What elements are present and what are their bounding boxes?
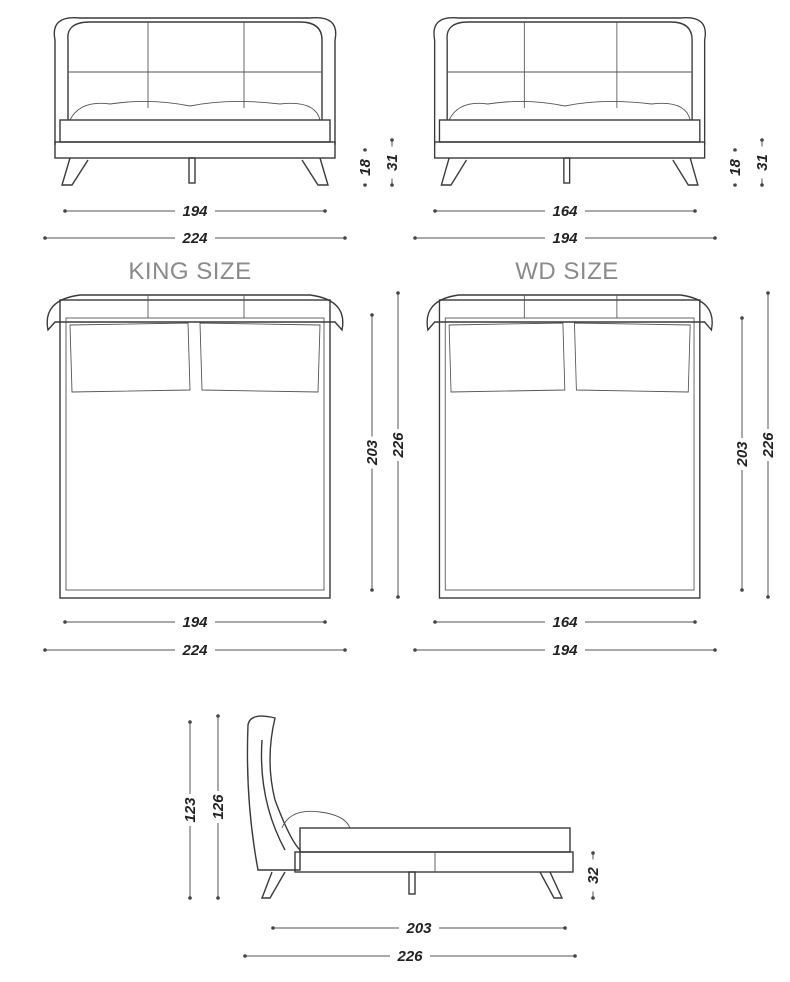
dimension-end-dot bbox=[413, 236, 417, 240]
king-plan-width-outer: 224 bbox=[43, 641, 347, 659]
dimension-end-dot bbox=[740, 588, 744, 592]
dimension-end-dot bbox=[733, 148, 737, 152]
dimension-end-dot bbox=[188, 896, 192, 900]
king-plan-view bbox=[46, 294, 344, 599]
dimension-label: 226 bbox=[396, 948, 423, 965]
wd-plan-length-inner: 203 bbox=[733, 316, 751, 592]
dimension-end-dot bbox=[390, 183, 394, 187]
dimension-end-dot bbox=[693, 209, 697, 213]
dimension-end-dot bbox=[343, 648, 347, 652]
dimension-label: 203 bbox=[405, 920, 432, 937]
dimension-label: 126 bbox=[210, 794, 227, 820]
side-total-height: 126 bbox=[209, 714, 227, 900]
dimension-label: 226 bbox=[390, 432, 407, 459]
dimension-label: 18 bbox=[727, 159, 744, 176]
dimension-end-dot bbox=[188, 720, 192, 724]
dimension-label: 224 bbox=[181, 230, 208, 247]
dimension-end-dot bbox=[343, 236, 347, 240]
dimension-label: 164 bbox=[552, 614, 578, 631]
king-front-view bbox=[53, 16, 337, 186]
dimension-end-dot bbox=[63, 209, 67, 213]
dimension-end-dot bbox=[433, 209, 437, 213]
dimension-lines: 194 224 18 31 164 194 18 31 203 226 194 224 203 226 16… bbox=[43, 138, 777, 965]
dimension-end-dot bbox=[413, 648, 417, 652]
wd-plan-width-inner: 164 bbox=[433, 613, 697, 631]
dimension-label: 18 bbox=[357, 159, 374, 176]
dimension-end-dot bbox=[63, 620, 67, 624]
dimension-label: 194 bbox=[182, 203, 208, 220]
dimension-end-dot bbox=[396, 595, 400, 599]
dimension-end-dot bbox=[740, 316, 744, 320]
dimension-end-dot bbox=[216, 896, 220, 900]
dimension-label: 194 bbox=[182, 614, 208, 631]
dimension-end-dot bbox=[243, 954, 247, 958]
dimension-end-dot bbox=[713, 236, 717, 240]
dimension-end-dot bbox=[216, 714, 220, 718]
king-plan-width-inner: 194 bbox=[63, 613, 327, 631]
dimension-label: 203 bbox=[364, 439, 381, 466]
dimension-end-dot bbox=[390, 138, 394, 142]
side-length-outer: 226 bbox=[243, 947, 577, 965]
wd-front-seat-height: 31 bbox=[753, 138, 771, 187]
dimension-label: 194 bbox=[552, 230, 578, 247]
wd-front-width-outer: 194 bbox=[413, 229, 717, 247]
wd-plan-width-outer: 194 bbox=[413, 641, 717, 659]
dimension-end-dot bbox=[323, 620, 327, 624]
wd-front-leg-height: 18 bbox=[726, 148, 744, 187]
dimension-label: 123 bbox=[182, 797, 199, 823]
wd-front-view bbox=[433, 16, 707, 186]
dimension-end-dot bbox=[43, 236, 47, 240]
dimension-label: 164 bbox=[552, 203, 578, 220]
king-front-seat-height: 31 bbox=[383, 138, 401, 187]
dimension-end-dot bbox=[363, 148, 367, 152]
dimension-end-dot bbox=[760, 138, 764, 142]
wd-plan-length-outer: 226 bbox=[759, 291, 777, 599]
dimension-label: 224 bbox=[181, 642, 208, 659]
dimension-end-dot bbox=[591, 851, 595, 855]
king-plan-length-inner: 203 bbox=[363, 313, 381, 592]
dimension-end-dot bbox=[433, 620, 437, 624]
dimension-end-dot bbox=[43, 648, 47, 652]
dimension-end-dot bbox=[766, 291, 770, 295]
dimension-end-dot bbox=[370, 313, 374, 317]
dimension-end-dot bbox=[370, 588, 374, 592]
dimension-label: 194 bbox=[552, 642, 578, 659]
side-frame-height: 32 bbox=[584, 851, 602, 900]
king-front-width-outer: 224 bbox=[43, 229, 347, 247]
dimension-end-dot bbox=[323, 209, 327, 213]
side-length-inner: 203 bbox=[271, 919, 567, 937]
dimension-label: 203 bbox=[734, 441, 751, 468]
dimension-end-dot bbox=[760, 183, 764, 187]
dimension-label: 32 bbox=[585, 867, 602, 884]
dimension-end-dot bbox=[713, 648, 717, 652]
side-view bbox=[246, 715, 574, 899]
side-headboard-height: 123 bbox=[181, 720, 199, 900]
king-size-title: KING SIZE bbox=[128, 258, 251, 285]
dimension-end-dot bbox=[591, 896, 595, 900]
dimension-label: 31 bbox=[384, 154, 401, 171]
dimension-end-dot bbox=[693, 620, 697, 624]
king-plan-length-outer: 226 bbox=[389, 291, 407, 599]
wd-plan-view bbox=[426, 294, 713, 599]
dimension-end-dot bbox=[573, 954, 577, 958]
dimension-label: 31 bbox=[754, 154, 771, 171]
dimension-end-dot bbox=[563, 926, 567, 930]
wd-size-title: WD SIZE bbox=[515, 258, 619, 285]
king-front-width-inner: 194 bbox=[63, 202, 327, 220]
dimension-end-dot bbox=[363, 183, 367, 187]
wd-front-width-inner: 164 bbox=[433, 202, 697, 220]
dimension-end-dot bbox=[271, 926, 275, 930]
dimension-end-dot bbox=[396, 291, 400, 295]
king-front-leg-height: 18 bbox=[356, 148, 374, 187]
dimension-end-dot bbox=[766, 595, 770, 599]
dimension-label: 226 bbox=[760, 432, 777, 459]
dimension-end-dot bbox=[733, 183, 737, 187]
